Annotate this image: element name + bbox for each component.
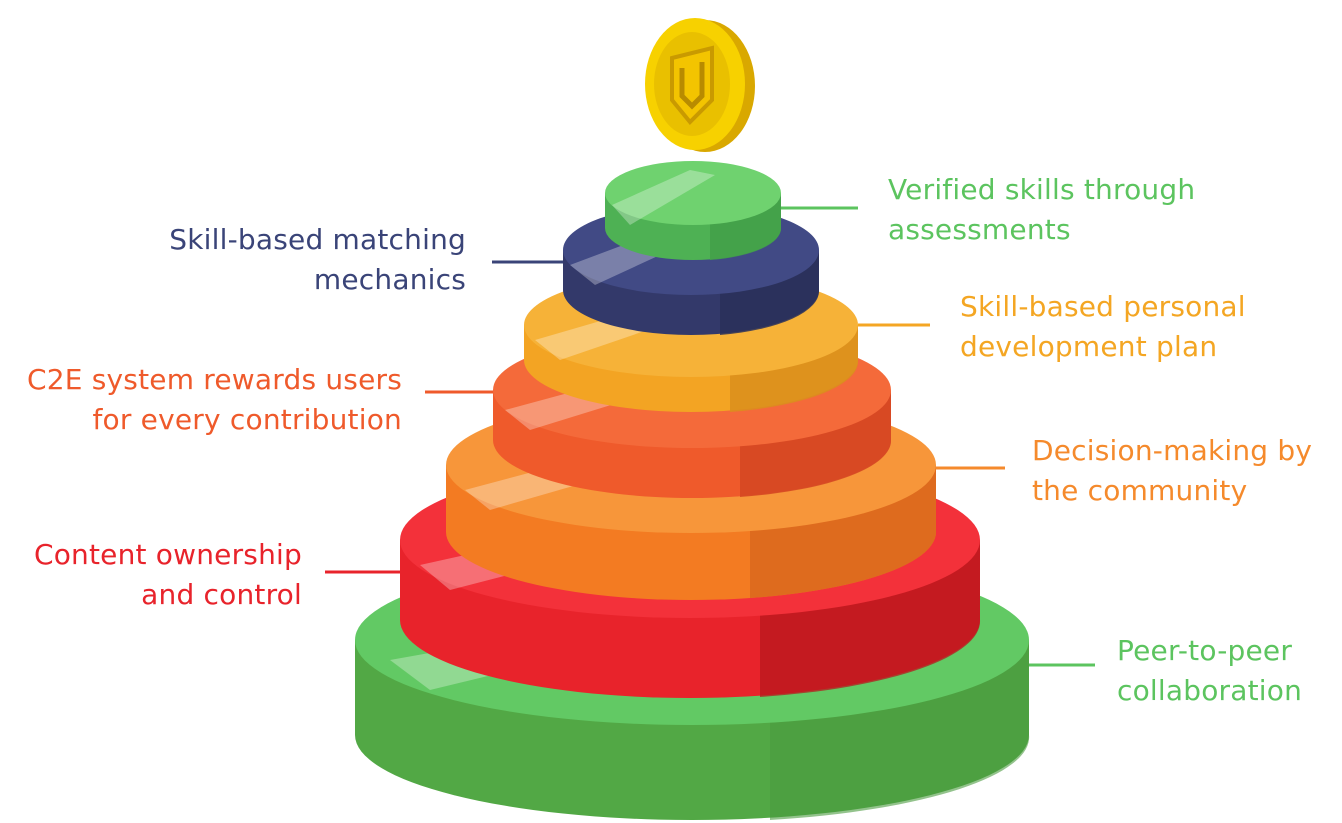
label-content-ownership: Content ownership and control: [34, 535, 302, 615]
label-line: Verified skills through: [888, 173, 1196, 206]
label-line: collaboration: [1117, 674, 1303, 707]
label-decision-making: Decision-making by the community: [1032, 431, 1312, 511]
label-line: the community: [1032, 474, 1248, 507]
label-line: Content ownership: [33, 538, 302, 571]
label-skill-matching: Skill-based matching mechanics: [169, 220, 466, 300]
label-personal-development: Skill-based personal development plan: [960, 287, 1246, 367]
shield-u-coin-icon: [645, 18, 755, 152]
label-peer-to-peer: Peer-to-peer collaboration: [1117, 631, 1302, 711]
label-line: Skill-based personal: [960, 290, 1246, 323]
label-line: C2E system rewards users: [26, 363, 402, 396]
label-line: development plan: [960, 330, 1218, 363]
tier-verified-skills: [605, 161, 782, 260]
label-c2e-rewards: C2E system rewards users for every contr…: [27, 360, 402, 440]
label-line: mechanics: [313, 263, 466, 296]
label-line: Skill-based matching: [169, 223, 466, 256]
label-line: for every contribution: [92, 403, 402, 436]
label-verified-skills: Verified skills through assessments: [888, 170, 1195, 250]
label-line: Peer-to-peer: [1117, 634, 1293, 667]
label-line: assessments: [888, 213, 1071, 246]
label-line: and control: [141, 578, 302, 611]
label-line: Decision-making by: [1032, 434, 1313, 467]
